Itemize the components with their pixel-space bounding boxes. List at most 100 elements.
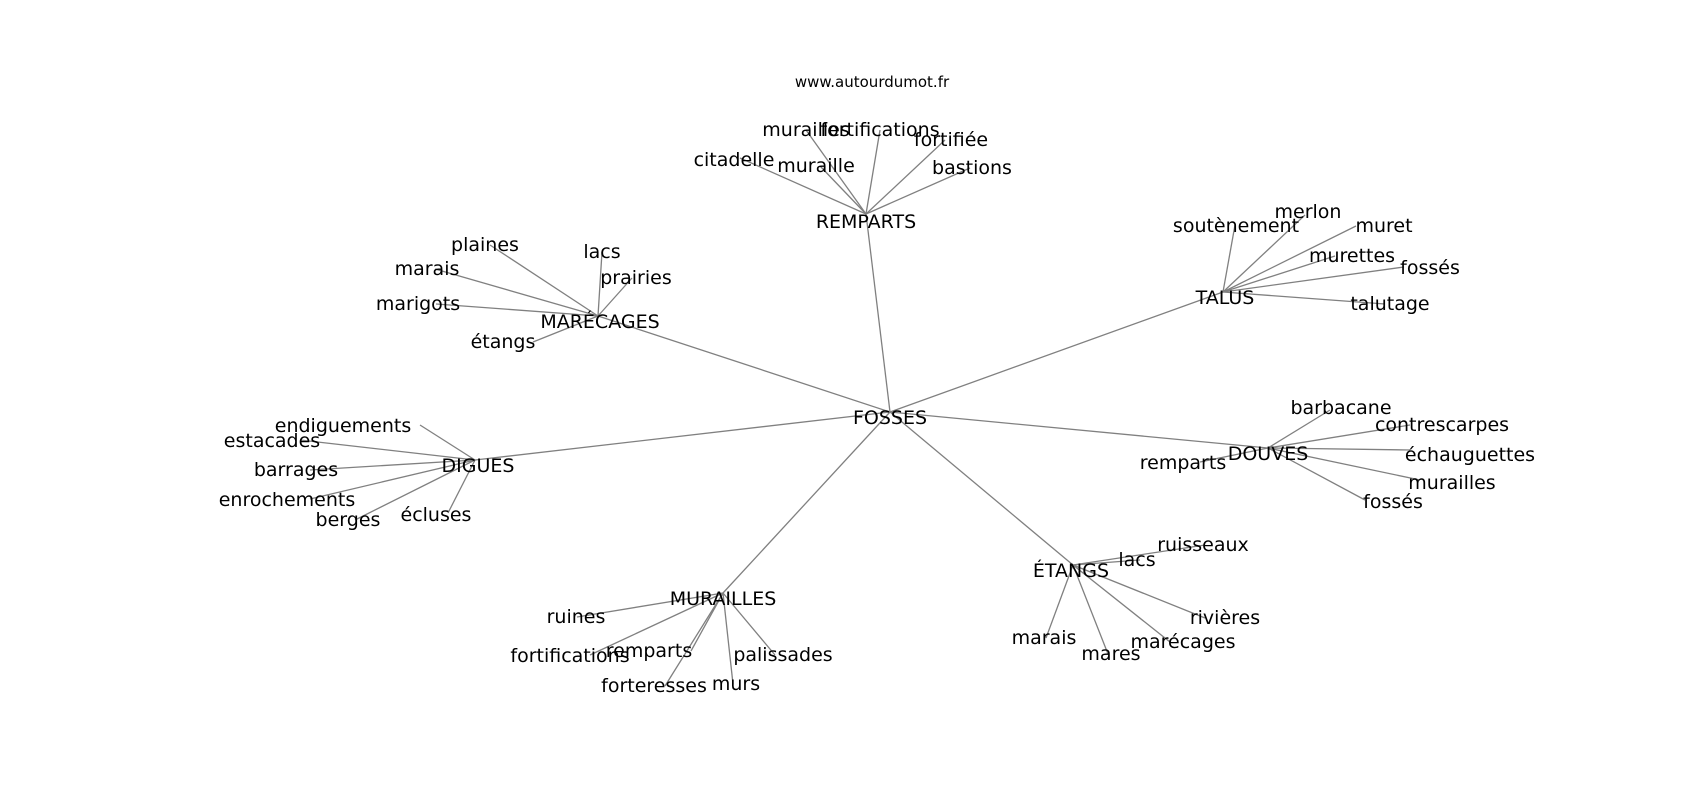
word-node: marécages [1131, 631, 1236, 653]
word-node: fossés [1363, 491, 1423, 513]
word-node: murailles [762, 119, 849, 141]
edge-group-to-word [1222, 266, 1405, 293]
edge-group-to-word [1072, 559, 1141, 566]
word-node: enrochements [219, 489, 356, 511]
edge-group-to-word [309, 459, 476, 471]
center-node: FOSSES [853, 407, 927, 429]
edge-group-to-word [722, 592, 776, 656]
word-node: estacades [224, 430, 320, 452]
edge-center-to-group [889, 411, 1269, 449]
edge-group-to-word [447, 459, 476, 514]
edge-group-to-word [1222, 224, 1236, 293]
edge-group-to-word [1072, 544, 1206, 566]
word-node: contrescarpes [1375, 414, 1509, 436]
word-node: muret [1355, 215, 1412, 237]
edge-group-to-word [739, 157, 867, 215]
edge-group-to-word [299, 439, 476, 461]
word-node: remparts [606, 640, 692, 662]
word-node: murettes [1309, 245, 1395, 267]
group-node: MARÉCAGES [540, 310, 659, 333]
edge-group-to-word [532, 315, 599, 343]
edge-group-to-word [589, 592, 724, 656]
site-watermark: www.autourdumot.fr [795, 73, 950, 91]
edge-group-to-word [576, 592, 724, 618]
word-node: ruisseaux [1157, 534, 1249, 556]
edge-group-to-word [1267, 447, 1421, 481]
word-node: fossés [1400, 257, 1460, 279]
edge-group-to-word [865, 167, 971, 215]
edge-center-to-group [474, 411, 891, 461]
edge-group-to-word [1267, 447, 1366, 501]
edge-center-to-group [865, 213, 891, 413]
word-node: fortifiée [914, 129, 988, 151]
edge-group-to-word [865, 139, 946, 215]
word-node: lacs [583, 241, 620, 263]
word-node: murs [712, 673, 760, 695]
edge-center-to-group [889, 291, 1224, 413]
word-node: barrages [254, 459, 338, 481]
word-node: barbacane [1290, 397, 1391, 419]
edge-group-to-word [419, 424, 476, 461]
edge-group-to-word [354, 459, 476, 521]
edge-group-to-word [309, 459, 476, 500]
word-node: merlon [1275, 201, 1342, 223]
word-node: murailles [1408, 472, 1495, 494]
word-node: lacs [1118, 549, 1155, 571]
word-node: forteresses [601, 675, 707, 697]
group-node: DOUVES [1228, 443, 1309, 465]
edge-group-to-word [489, 244, 599, 317]
edge-group-to-word [1072, 564, 1171, 643]
edge-group-to-word [1072, 564, 1206, 619]
edge-group-to-word [597, 251, 603, 317]
word-node: talutage [1350, 293, 1429, 315]
word-node: bastions [932, 157, 1012, 179]
edge-group-to-word [819, 165, 867, 215]
word-node: muraille [777, 155, 855, 177]
word-node: soutènement [1173, 215, 1299, 237]
word-node: fortifications [820, 119, 939, 141]
group-node: TALUS [1195, 287, 1255, 309]
group-node: REMPARTS [816, 211, 916, 233]
group-node: ÉTANGS [1033, 559, 1109, 582]
labels: FOSSESREMPARTSmuraillesfortificationsfor… [219, 119, 1535, 697]
edge-group-to-word [865, 129, 881, 215]
word-node: marais [1012, 627, 1077, 649]
edge-group-to-word [664, 592, 724, 687]
word-node: berges [316, 509, 381, 531]
word-node: écluses [401, 504, 472, 526]
word-node: étangs [471, 331, 536, 353]
edge-group-to-word [434, 268, 599, 317]
word-node: remparts [1140, 452, 1226, 474]
word-node: fortifications [510, 645, 629, 667]
edge-group-to-word [1222, 255, 1336, 293]
word-node: ruines [547, 606, 606, 628]
edge-group-to-word [1199, 447, 1269, 463]
word-node: prairies [600, 267, 671, 289]
word-node: palissades [733, 644, 832, 666]
edge-group-to-word [1267, 447, 1411, 451]
word-node: rivières [1190, 607, 1260, 629]
word-node: endiguements [275, 415, 411, 437]
group-node: DIGUES [442, 455, 515, 477]
word-node: citadelle [694, 149, 775, 171]
edge-center-to-group [722, 411, 891, 594]
word-node: plaines [451, 234, 519, 256]
edge-center-to-group [597, 315, 891, 413]
word-node: marigots [376, 293, 460, 315]
edge-group-to-word [1222, 225, 1357, 293]
edge-group-to-word [1222, 291, 1386, 305]
word-node: marais [395, 258, 460, 280]
edge-group-to-word [435, 303, 599, 317]
group-node: MURAILLES [670, 588, 777, 610]
edge-group-to-word [1267, 409, 1331, 449]
edges [299, 129, 1421, 687]
word-node: mares [1081, 643, 1140, 665]
edge-group-to-word [1267, 424, 1411, 449]
word-node: échauguettes [1405, 444, 1535, 466]
edge-group-to-word [1222, 214, 1306, 293]
edge-group-to-word [597, 277, 633, 317]
edge-group-to-word [722, 592, 734, 685]
edge-center-to-group [889, 411, 1074, 566]
edge-group-to-word [1045, 564, 1074, 639]
